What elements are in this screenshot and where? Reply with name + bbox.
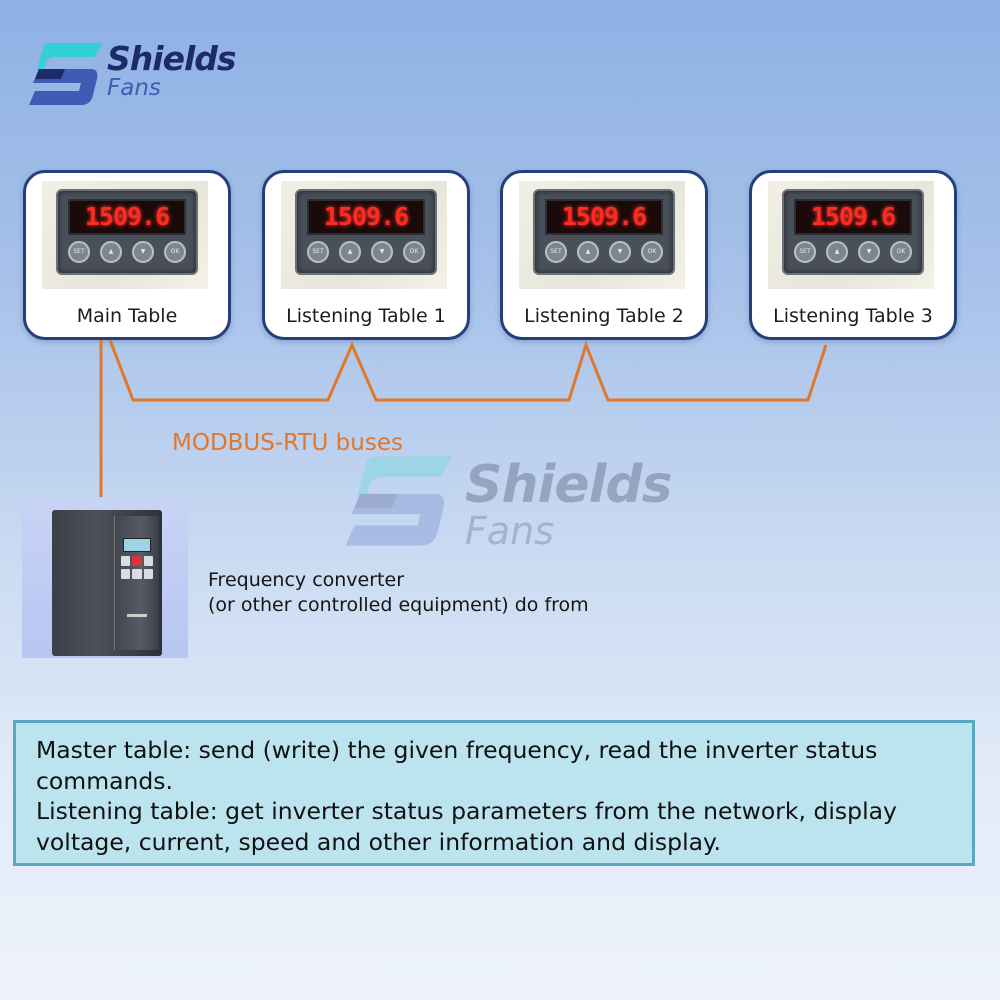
meter-card-main: 1509.6 SET ▲ ▼ OK Main Table [23, 170, 231, 340]
meter-photo: 1509.6 SET ▲ ▼ OK [281, 181, 447, 289]
info-listening: Listening table: get inverter status par… [36, 797, 897, 856]
inverter-keypad [121, 556, 153, 580]
meter-photo: 1509.6 SET ▲ ▼ OK [519, 181, 685, 289]
bus-wire-trunk [108, 339, 828, 402]
meter-set-button: SET [794, 241, 816, 263]
meter-ok-button: OK [641, 241, 663, 263]
meter-up-icon: ▲ [100, 241, 122, 263]
watermark-logo: Shields Fans [335, 445, 675, 560]
brand-sub: Fans [107, 75, 161, 101]
watermark-brand-name: Shields [465, 455, 673, 515]
meter-face: 1509.6 SET ▲ ▼ OK [56, 189, 198, 275]
meter-label: Main Table [76, 305, 178, 327]
meter-ok-button: OK [403, 241, 425, 263]
bus-label: MODBUS-RTU buses [172, 430, 403, 456]
inverter-badge [127, 614, 147, 617]
inverter-line-2: (or other controlled equipment) do from [208, 594, 589, 616]
meter-card-listening-1: 1509.6 SET ▲ ▼ OK Listening Table 1 [262, 170, 470, 340]
inverter-body [52, 510, 162, 656]
meter-ok-button: OK [164, 241, 186, 263]
brand-name: Shields [107, 39, 237, 78]
meter-up-icon: ▲ [577, 241, 599, 263]
meter-face: 1509.6 SET ▲ ▼ OK [533, 189, 675, 275]
meter-set-button: SET [307, 241, 329, 263]
inverter-description: Frequency converter (or other controlled… [208, 568, 589, 618]
inverter-screen [123, 538, 151, 552]
meter-up-icon: ▲ [826, 241, 848, 263]
meter-down-icon: ▼ [609, 241, 631, 263]
meter-down-icon: ▼ [858, 241, 880, 263]
meter-photo: 1509.6 SET ▲ ▼ OK [42, 181, 208, 289]
meter-up-icon: ▲ [339, 241, 361, 263]
meter-face: 1509.6 SET ▲ ▼ OK [782, 189, 924, 275]
inverter-panel [114, 516, 159, 650]
meter-down-icon: ▼ [132, 241, 154, 263]
meter-photo: 1509.6 SET ▲ ▼ OK [768, 181, 934, 289]
meter-ok-button: OK [890, 241, 912, 263]
meter-display: 1509.6 [545, 199, 663, 235]
meter-set-button: SET [545, 241, 567, 263]
meter-display: 1509.6 [794, 199, 912, 235]
inverter-photo [22, 500, 188, 658]
meter-face: 1509.6 SET ▲ ▼ OK [295, 189, 437, 275]
inverter-line-1: Frequency converter [208, 569, 405, 591]
meter-card-listening-3: 1509.6 SET ▲ ▼ OK Listening Table 3 [749, 170, 957, 340]
meter-card-listening-2: 1509.6 SET ▲ ▼ OK Listening Table 2 [500, 170, 708, 340]
watermark-logo-icon [345, 456, 453, 546]
brand-logo-icon [29, 43, 103, 105]
brand-logo: Shields Fans [25, 35, 245, 115]
meter-down-icon: ▼ [371, 241, 393, 263]
meter-display: 1509.6 [68, 199, 186, 235]
watermark-brand-sub: Fans [465, 509, 555, 553]
meter-label: Listening Table 3 [773, 305, 933, 327]
meter-display: 1509.6 [307, 199, 425, 235]
info-master: Master table: send (write) the given fre… [36, 736, 878, 795]
info-box: Master table: send (write) the given fre… [13, 720, 975, 866]
meter-label: Listening Table 2 [524, 305, 684, 327]
meter-set-button: SET [68, 241, 90, 263]
meter-label: Listening Table 1 [286, 305, 446, 327]
